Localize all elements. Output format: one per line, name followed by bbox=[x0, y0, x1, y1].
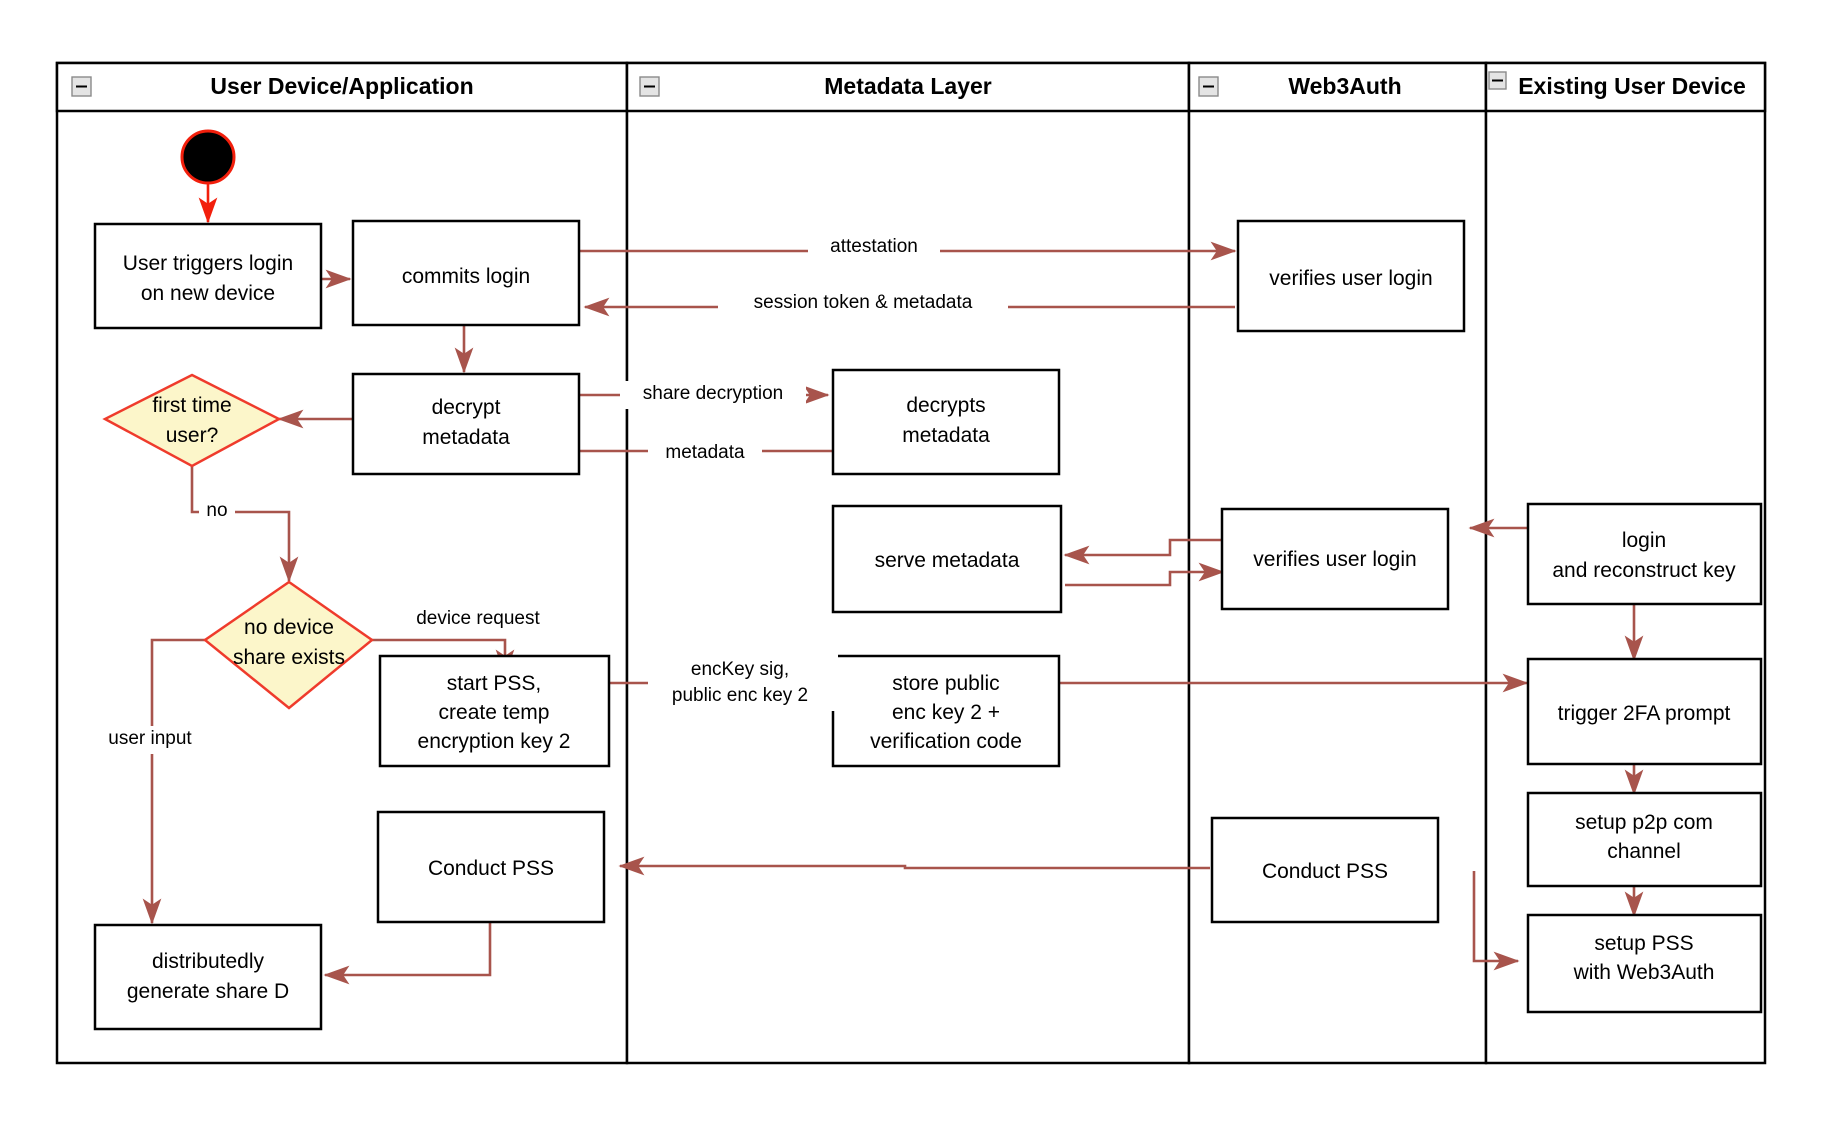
edge-label-text: user input bbox=[108, 728, 192, 749]
node-first-time-user[interactable]: first time user? bbox=[102, 373, 282, 468]
node-decrypt-metadata[interactable]: decrypt metadata bbox=[351, 372, 581, 476]
node-label-line: metadata bbox=[422, 426, 510, 449]
node-label-line: User triggers login bbox=[123, 252, 293, 275]
node-label-line: login bbox=[1622, 529, 1666, 552]
swimlane-header-existing-device bbox=[1484, 61, 1767, 113]
edge-label-text: metadata bbox=[665, 442, 745, 463]
node-label-line: share exists bbox=[233, 646, 345, 669]
edge-label-text: share decryption bbox=[643, 383, 783, 404]
node-label-line: setup p2p com bbox=[1575, 811, 1713, 834]
node-label-line: decrypt bbox=[432, 396, 501, 419]
edge-no-line bbox=[190, 466, 299, 583]
edge-label-no: no bbox=[199, 498, 235, 526]
node-serve-metadata[interactable]: serve metadata bbox=[831, 504, 1063, 614]
node-label-line: Conduct PSS bbox=[428, 857, 554, 880]
node-label-line: verifies user login bbox=[1253, 548, 1416, 571]
swimlane-header-metadata bbox=[625, 61, 1191, 113]
node-store-public-enc-key[interactable]: store public enc key 2 + verification co… bbox=[831, 654, 1061, 768]
edge-label-user-input: user input bbox=[88, 726, 214, 754]
node-commits-login[interactable]: commits login bbox=[351, 219, 581, 327]
node-label-line: with Web3Auth bbox=[1573, 961, 1715, 984]
swimlane-header-user-device bbox=[55, 61, 629, 113]
node-label-line: user? bbox=[166, 424, 219, 447]
edge-user-input-line bbox=[142, 638, 205, 925]
node-label-line: encryption key 2 bbox=[418, 730, 571, 753]
node-login-and-reconstruct-key[interactable]: login and reconstruct key bbox=[1526, 502, 1763, 606]
node-distributedly-generate-share-d[interactable]: distributedly generate share D bbox=[93, 923, 323, 1031]
node-decrypts-metadata[interactable]: decrypts metadata bbox=[831, 368, 1061, 476]
edge-verifies-to-serve-metadata-upper bbox=[1063, 538, 1229, 565]
edge-conduct-pss-to-generate-share-d bbox=[323, 922, 492, 985]
node-label-line: channel bbox=[1607, 840, 1681, 863]
swimlane-header-web3auth bbox=[1187, 61, 1488, 113]
node-verifies-user-login-mid[interactable]: verifies user login bbox=[1220, 507, 1450, 611]
minus-icon[interactable] bbox=[1488, 71, 1507, 90]
node-label-line: decrypts bbox=[906, 394, 985, 417]
node-label-line: verification code bbox=[870, 730, 1022, 753]
node-conduct-pss-web3auth[interactable]: Conduct PSS bbox=[1210, 816, 1440, 924]
node-no-device-share-exists[interactable]: no device share exists bbox=[202, 580, 375, 710]
node-label-line: generate share D bbox=[127, 980, 289, 1003]
start-node[interactable] bbox=[180, 129, 236, 185]
node-label-line: first time bbox=[152, 394, 231, 417]
node-label-line: start PSS, bbox=[447, 672, 542, 695]
minus-icon[interactable] bbox=[1198, 76, 1219, 97]
edge-label-text: no bbox=[206, 500, 227, 521]
edge-serve-metadata-to-verifies-lower bbox=[1065, 562, 1225, 587]
node-label-line: no device bbox=[244, 616, 334, 639]
node-start-pss-create-temp-key[interactable]: start PSS, create temp encryption key 2 bbox=[378, 654, 611, 768]
minus-icon[interactable] bbox=[71, 76, 92, 97]
node-label-line: Conduct PSS bbox=[1262, 860, 1388, 883]
node-label-line: on new device bbox=[141, 282, 275, 305]
node-label-line: store public bbox=[892, 672, 999, 695]
swimlane-metadata[interactable]: Metadata Layer bbox=[625, 61, 1191, 1065]
edge-conduct-pss-web3auth-to-user bbox=[618, 856, 1210, 876]
edge-label-enckey-sig: encKey sig, public enc key 2 bbox=[648, 653, 838, 711]
node-user-triggers-login[interactable]: User triggers login on new device bbox=[93, 222, 323, 330]
edge-label-text: device request bbox=[416, 608, 540, 629]
edge-label-metadata: metadata bbox=[648, 440, 762, 468]
edge-label-text: session token & metadata bbox=[754, 292, 973, 313]
node-label-line: commits login bbox=[402, 265, 530, 288]
node-label-line: create temp bbox=[439, 701, 550, 724]
node-label-line: enc key 2 + bbox=[892, 701, 1000, 724]
node-label-line: setup PSS bbox=[1594, 932, 1693, 955]
node-label-line: distributedly bbox=[152, 950, 265, 973]
node-label-line: serve metadata bbox=[875, 549, 1020, 572]
edge-label-share-decryption: share decryption bbox=[620, 381, 806, 409]
swimlane-title-web3auth: Web3Auth bbox=[1288, 73, 1401, 99]
node-verifies-user-login-top[interactable]: verifies user login bbox=[1236, 219, 1466, 333]
edge-label-text: encKey sig, bbox=[691, 659, 789, 680]
node-label-line: verifies user login bbox=[1269, 267, 1432, 290]
node-label-line: and reconstruct key bbox=[1552, 559, 1736, 582]
edge-label-session-token: session token & metadata bbox=[718, 290, 1008, 318]
node-trigger-2fa-prompt[interactable]: trigger 2FA prompt bbox=[1526, 657, 1763, 766]
node-setup-pss-with-web3auth[interactable]: setup PSS with Web3Auth bbox=[1526, 913, 1763, 1014]
swimlane-title-existing-device: Existing User Device bbox=[1518, 73, 1746, 99]
minus-icon[interactable] bbox=[639, 76, 660, 97]
swimlane-title-metadata: Metadata Layer bbox=[824, 73, 992, 99]
node-conduct-pss-user[interactable]: Conduct PSS bbox=[376, 810, 606, 924]
edge-label-text: attestation bbox=[830, 236, 918, 257]
edge-label-text: public enc key 2 bbox=[672, 685, 808, 706]
node-setup-p2p-com-channel[interactable]: setup p2p com channel bbox=[1526, 791, 1763, 888]
node-label-line: metadata bbox=[902, 424, 990, 447]
edge-setup-pss-to-conduct-pss-web3auth bbox=[1472, 871, 1520, 971]
swimlane-title-user-device: User Device/Application bbox=[210, 73, 473, 99]
edge-label-attestation: attestation bbox=[808, 234, 940, 262]
edge-label-device-request: device request bbox=[392, 606, 564, 634]
node-label-line: trigger 2FA prompt bbox=[1558, 702, 1731, 725]
